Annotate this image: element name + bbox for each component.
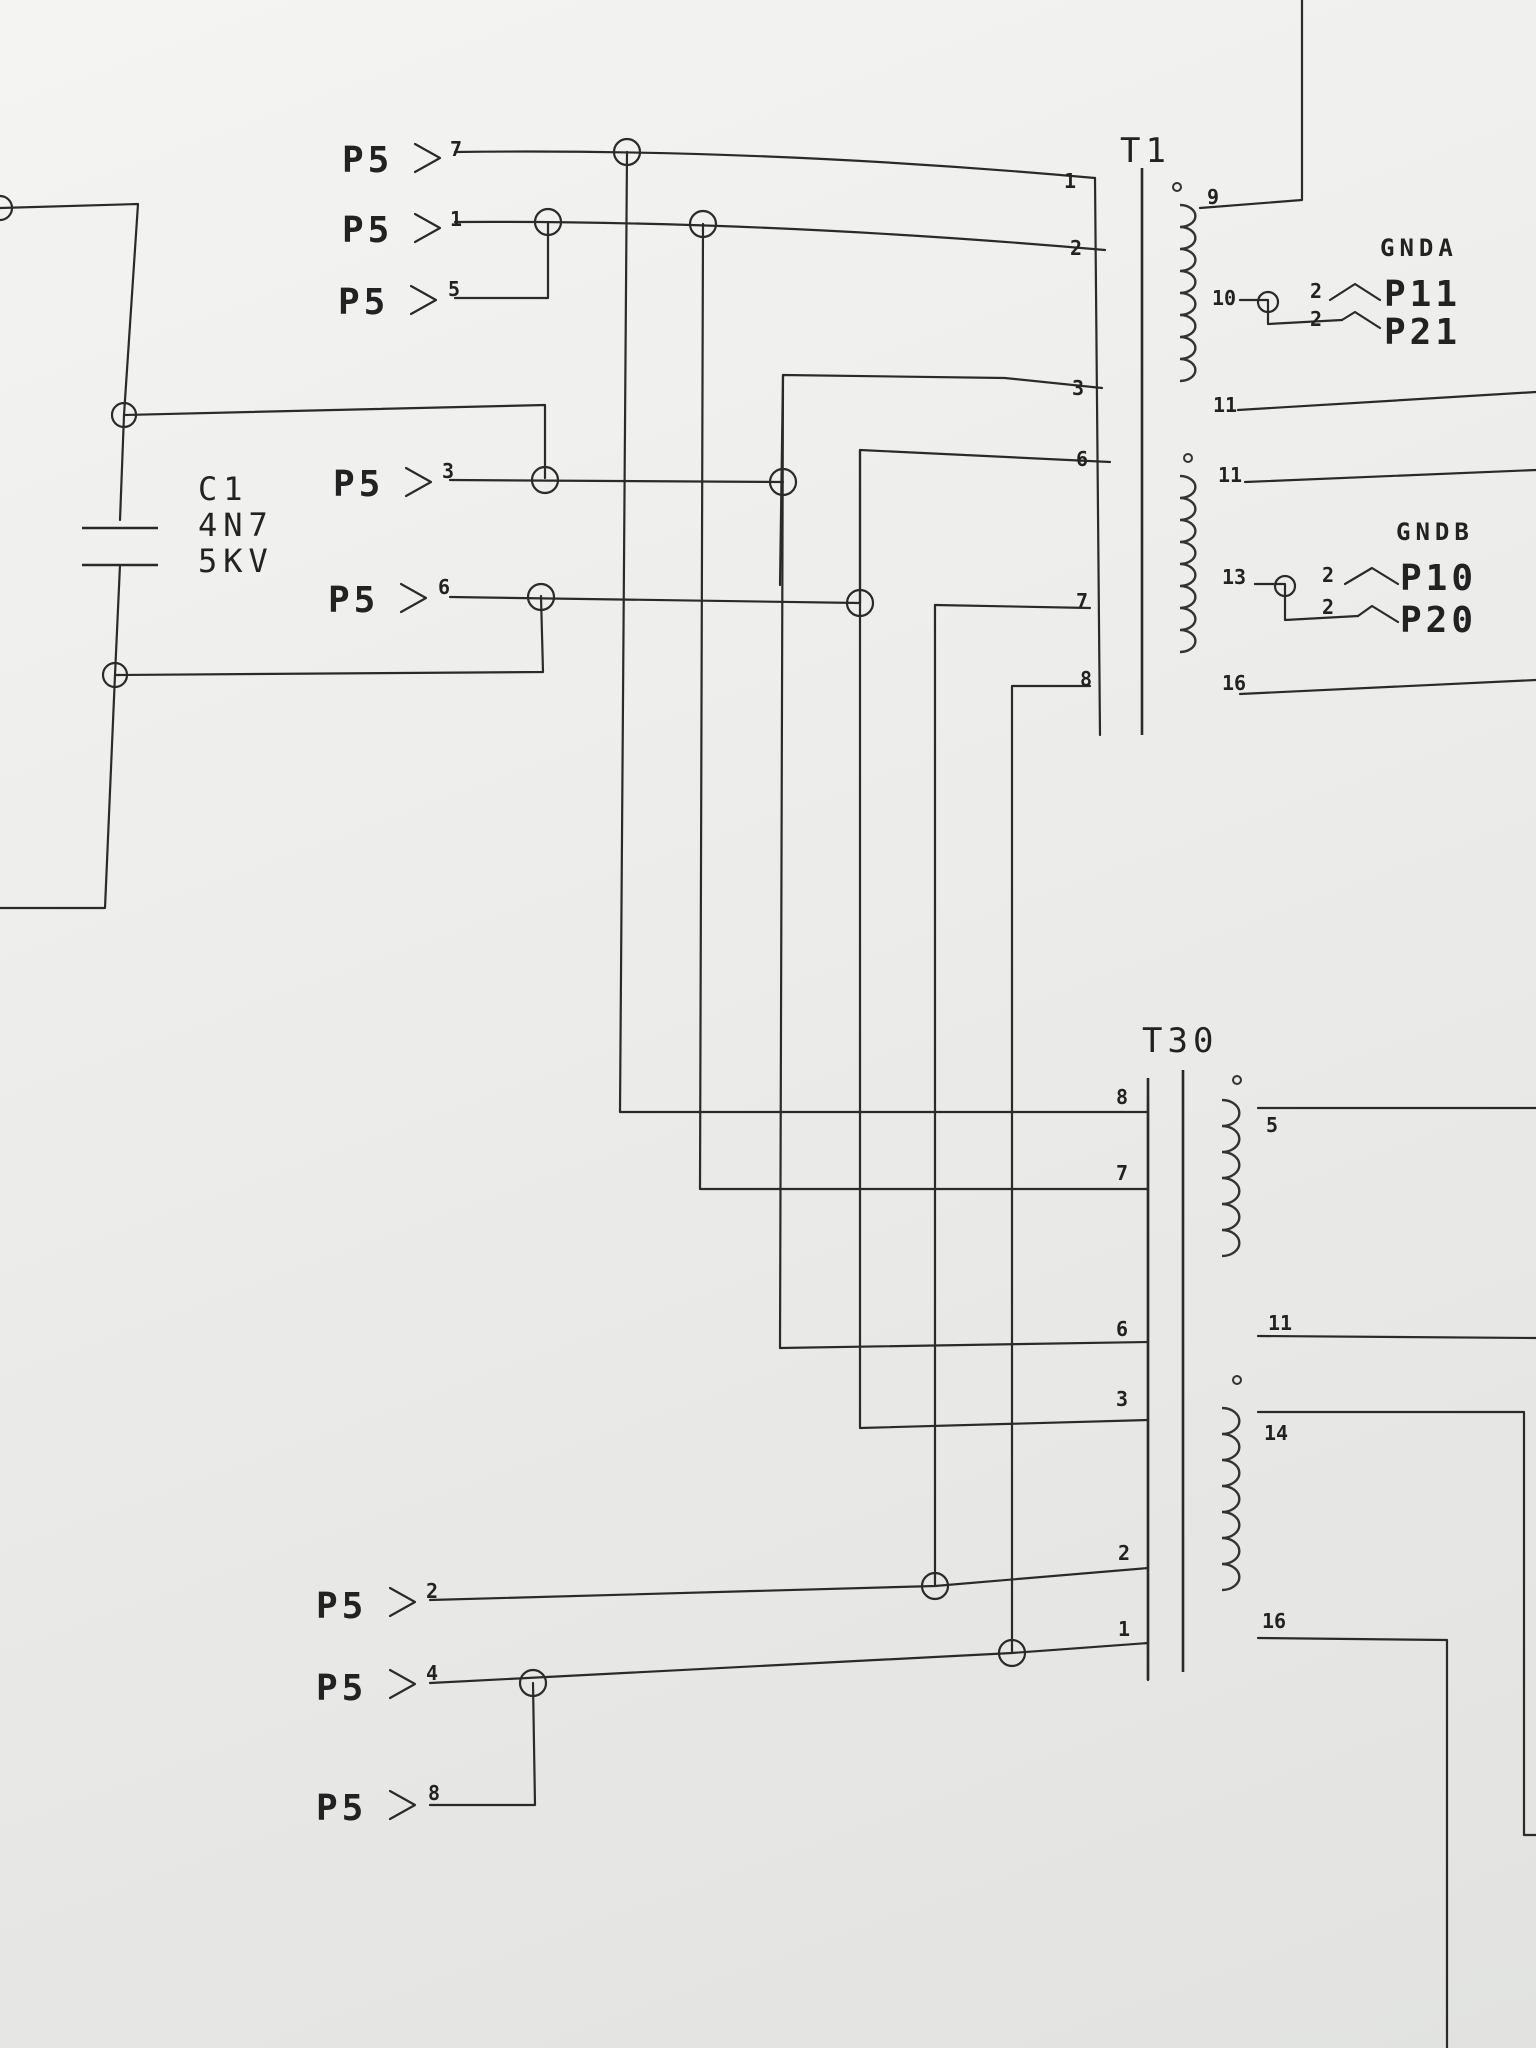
capacitor-voltage: 5KV	[198, 542, 274, 580]
pin-label: 3	[1116, 1387, 1128, 1411]
connector-p5-2: P5 2	[316, 1579, 438, 1627]
net-label: P11	[1384, 274, 1461, 315]
connector-label: P5	[342, 210, 393, 251]
junction	[518, 1668, 548, 1698]
net-label: P20	[1400, 600, 1477, 641]
junction	[612, 137, 642, 167]
pin-label: 11	[1218, 463, 1242, 487]
junction	[0, 194, 14, 222]
connector-p5-4: P5 4	[316, 1661, 438, 1709]
connector-label: P5	[328, 580, 379, 621]
pin-label: 2	[1310, 279, 1322, 303]
pin-label: 10	[1212, 286, 1236, 310]
junction	[533, 207, 563, 237]
ground-b-label: GNDB	[1396, 518, 1474, 546]
connector-pin: 5	[448, 277, 460, 301]
pin-label: 6	[1076, 447, 1088, 471]
connector-label: P5	[342, 140, 393, 181]
pin-label: 11	[1213, 393, 1237, 417]
pin-label: 2	[1070, 236, 1082, 260]
net-label: P10	[1400, 558, 1477, 599]
transformer-ref: T1	[1120, 131, 1171, 171]
connector-pin: 1	[450, 207, 462, 231]
junction	[688, 209, 718, 239]
junction	[110, 401, 138, 429]
wiring-t30-primary	[428, 1094, 1150, 1807]
pin-label: 9	[1207, 185, 1219, 209]
transformer-t30: T30 8 7 6 3 2 1 5 11 14 16	[1116, 1021, 1536, 2048]
pin-label: 1	[1064, 169, 1076, 193]
connector-pin: 6	[438, 575, 450, 599]
pin-label: 13	[1222, 565, 1246, 589]
pin-label: 5	[1266, 1113, 1278, 1137]
ground-a-label: GNDA	[1380, 234, 1458, 262]
connector-label: P5	[316, 1668, 367, 1709]
junction	[101, 661, 129, 689]
winding-a	[1179, 203, 1197, 383]
pin-label: 16	[1262, 1609, 1286, 1633]
pin-label: 2	[1118, 1541, 1130, 1565]
transformer-t1: T1 1 2 3 6 7 8 9 10 11 11 13 16 2 2 GNDA…	[1064, 0, 1536, 735]
connector-p5-5: P5 5	[338, 277, 460, 323]
pin-label: 2	[1310, 307, 1322, 331]
connector-p5-6: P5 6	[328, 575, 450, 621]
pin-label: 8	[1116, 1085, 1128, 1109]
pin-label: 2	[1322, 595, 1334, 619]
connector-label: P5	[316, 1788, 367, 1829]
pin-label: 2	[1322, 563, 1334, 587]
capacitor-value: 4N7	[198, 506, 274, 544]
winding-b	[1221, 1406, 1241, 1592]
net-label: P21	[1384, 312, 1461, 353]
connector-p5-1: P5 1	[342, 207, 462, 251]
pin-label: 7	[1076, 589, 1088, 613]
capacitor-ref: C1	[198, 470, 249, 508]
junction	[768, 467, 798, 497]
pin-label: 11	[1268, 1311, 1292, 1335]
pin-label: 8	[1080, 667, 1092, 691]
pin-label: 7	[1116, 1161, 1128, 1185]
junction	[526, 582, 556, 612]
junctions	[518, 137, 1027, 1698]
pin-label: 16	[1222, 671, 1246, 695]
pin-label: 1	[1118, 1617, 1130, 1641]
connector-label: P5	[316, 1586, 367, 1627]
capacitor-network	[0, 194, 547, 910]
junction	[530, 465, 560, 495]
connector-p5-7: P5 7	[342, 137, 462, 181]
connector-p5-8: P5 8	[316, 1781, 440, 1829]
junction	[997, 1638, 1027, 1668]
connector-pin: 3	[442, 459, 454, 483]
junction	[845, 588, 875, 618]
connector-p5-3: P5 3	[333, 459, 454, 505]
pin-label: 6	[1116, 1317, 1128, 1341]
transformer-ref: T30	[1142, 1021, 1218, 1061]
connector-pin: 8	[428, 1781, 440, 1805]
junction	[920, 1571, 950, 1601]
winding-b	[1179, 474, 1197, 654]
connector-label: P5	[333, 464, 384, 505]
winding-a	[1221, 1098, 1241, 1258]
pin-label: 3	[1072, 376, 1084, 400]
wiring-t1-primary	[448, 150, 1112, 1655]
pin-label: 14	[1264, 1421, 1288, 1445]
connector-pin: 2	[426, 1579, 438, 1603]
connector-pin: 4	[426, 1661, 438, 1685]
connector-pin: 7	[450, 137, 462, 161]
capacitor-c1-label: C1 4N7 5KV	[198, 470, 274, 580]
connector-label: P5	[338, 282, 389, 323]
wiring-buses	[618, 150, 1150, 1430]
